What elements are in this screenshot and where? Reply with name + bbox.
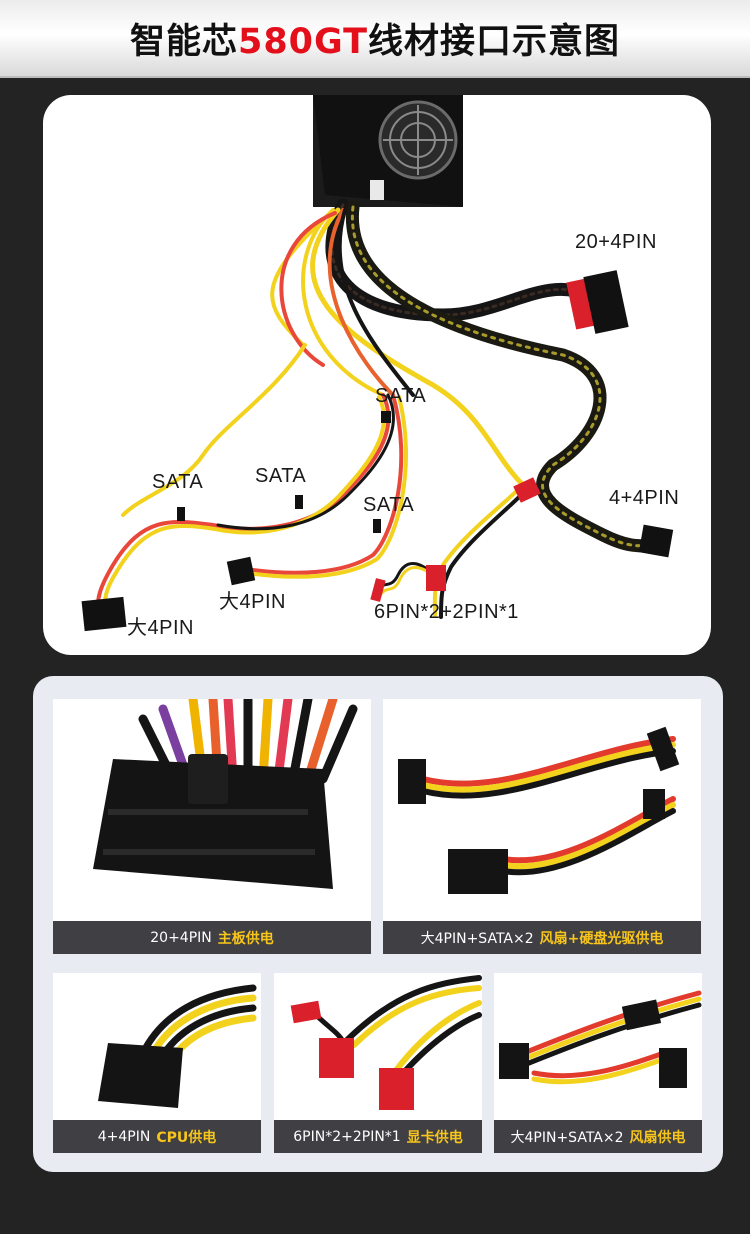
- title-prefix: 智能芯: [129, 21, 238, 62]
- photo-card-molex-sata: 大4PIN+SATA×2 风扇+硬盘光驱供电: [383, 699, 701, 954]
- connector-photo-panel: 20+4PIN 主板供电 大4PIN+SATA×2 风扇+硬盘光驱供电: [33, 676, 723, 1172]
- label-sata-left: SATA: [152, 471, 204, 493]
- caption-molex-sata-label: 大4PIN+SATA×2: [420, 930, 534, 947]
- connector-24pin-image: [566, 270, 629, 334]
- caption-24pin: 20+4PIN 主板供电: [53, 921, 371, 954]
- photo-card-24pin: 20+4PIN 主板供电: [53, 699, 371, 954]
- caption-24pin-label: 20+4PIN: [150, 929, 212, 946]
- title-model: 580GT: [237, 21, 369, 62]
- label-sata-right: SATA: [363, 494, 415, 516]
- photo-molex-sata-cable: [398, 726, 680, 894]
- page-title: 智能芯580GT线材接口示意图: [130, 13, 620, 64]
- caption-pcie-label: 6PIN*2+2PIN*1: [293, 1128, 401, 1145]
- title-bar: 智能芯580GT线材接口示意图: [0, 0, 750, 78]
- connector-8pin-cpu-image: [638, 524, 674, 558]
- caption-cpu-label: 4+4PIN: [97, 1128, 151, 1145]
- photo-pcie-connector: [290, 975, 482, 1110]
- connector-molex-image: [81, 556, 256, 632]
- caption-molex-sata-highlight: 风扇+硬盘光驱供电: [539, 930, 664, 947]
- caption-cpu: 4+4PIN CPU供电: [53, 1120, 261, 1153]
- cable-bundle: [96, 198, 670, 619]
- photo-24pin-connector: [93, 699, 358, 889]
- title-suffix: 线材接口示意图: [368, 21, 621, 62]
- caption-pcie: 6PIN*2+2PIN*1 显卡供电: [274, 1120, 482, 1153]
- photo-fan-cable: [499, 990, 702, 1088]
- caption-24pin-highlight: 主板供电: [217, 930, 274, 947]
- caption-fan: 大4PIN+SATA×2 风扇供电: [494, 1120, 702, 1153]
- label-4-4pin: 4+4PIN: [609, 487, 680, 509]
- label-20-4pin: 20+4PIN: [575, 231, 657, 253]
- label-molex-mid: 大4PIN: [219, 591, 286, 613]
- psu-unit-image: [313, 95, 463, 207]
- connector-sata-image: [177, 411, 391, 533]
- caption-fan-highlight: 风扇供电: [629, 1129, 686, 1146]
- photo-card-cpu: 4+4PIN CPU供电: [53, 973, 261, 1153]
- photo-card-pcie: 6PIN*2+2PIN*1 显卡供电: [274, 973, 482, 1153]
- wiring-diagram-panel: 20+4PIN SATA SATA SATA SATA 4+4PIN 大4PIN…: [43, 95, 711, 655]
- caption-molex-sata: 大4PIN+SATA×2 风扇+硬盘光驱供电: [383, 921, 701, 954]
- caption-fan-label: 大4PIN+SATA×2: [510, 1129, 624, 1146]
- label-molex-left: 大4PIN: [127, 617, 194, 639]
- caption-cpu-highlight: CPU供电: [156, 1129, 217, 1146]
- caption-pcie-highlight: 显卡供电: [406, 1129, 463, 1146]
- psu-wiring-illustration: [81, 95, 674, 632]
- label-sata-top: SATA: [375, 385, 427, 407]
- photo-card-fan: 大4PIN+SATA×2 风扇供电: [494, 973, 702, 1153]
- photo-cpu-connector: [98, 984, 257, 1108]
- label-sata-mid: SATA: [255, 465, 307, 487]
- label-pcie: 6PIN*2+2PIN*1: [374, 601, 519, 623]
- connector-pcie-image: [370, 477, 541, 602]
